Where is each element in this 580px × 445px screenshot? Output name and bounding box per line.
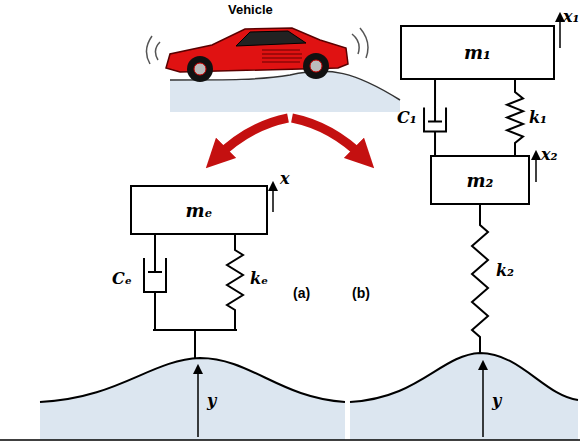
symbol-label: x₁ <box>563 8 580 26</box>
displacement-arrow <box>559 14 561 48</box>
figure-title: Vehicle <box>228 3 273 17</box>
road-b-line <box>350 353 578 402</box>
symbol-label: kₑ <box>250 270 268 288</box>
baseline <box>0 439 580 441</box>
car-rim <box>194 63 206 75</box>
car-wheel <box>303 53 329 79</box>
mass-label: m₂ <box>467 170 494 191</box>
spring-symbol <box>227 235 243 330</box>
mass-block: mₑ <box>130 185 268 235</box>
symbol-label: C₁ <box>397 109 417 127</box>
symbol-label: y <box>207 392 216 410</box>
symbol-label: k₁ <box>529 109 547 127</box>
car-wheel <box>187 56 213 82</box>
symbol-label: (a) <box>293 286 310 301</box>
split-arrow <box>216 118 288 158</box>
damper-connector <box>424 80 446 155</box>
symbol-label: x₂ <box>541 146 558 164</box>
displacement-arrow <box>535 152 537 182</box>
car-rim <box>310 60 322 72</box>
motion-lines <box>146 28 368 64</box>
road-b <box>350 353 578 440</box>
road-a <box>40 358 345 440</box>
symbol-label: y <box>492 392 501 410</box>
symbol-label: k₂ <box>496 262 514 280</box>
displacement-arrow <box>197 366 199 437</box>
road-a-line <box>40 358 345 402</box>
split-arrow <box>292 118 364 158</box>
displacement-arrow <box>272 183 274 212</box>
base-link <box>153 330 237 358</box>
symbol-label: x <box>280 170 290 188</box>
mass-block: m₁ <box>400 25 555 80</box>
car-vents <box>262 50 302 62</box>
car-window <box>236 31 306 46</box>
displacement-arrow <box>482 362 484 437</box>
spring-symbol <box>472 205 488 353</box>
symbol-label: Cₑ <box>112 270 132 288</box>
mass-label: m₁ <box>464 42 491 63</box>
mass-label: mₑ <box>185 200 212 221</box>
symbol-label: (b) <box>352 286 370 301</box>
mass-block: m₂ <box>430 155 530 205</box>
damper-symbol <box>144 235 166 330</box>
spring-connector <box>507 80 523 155</box>
